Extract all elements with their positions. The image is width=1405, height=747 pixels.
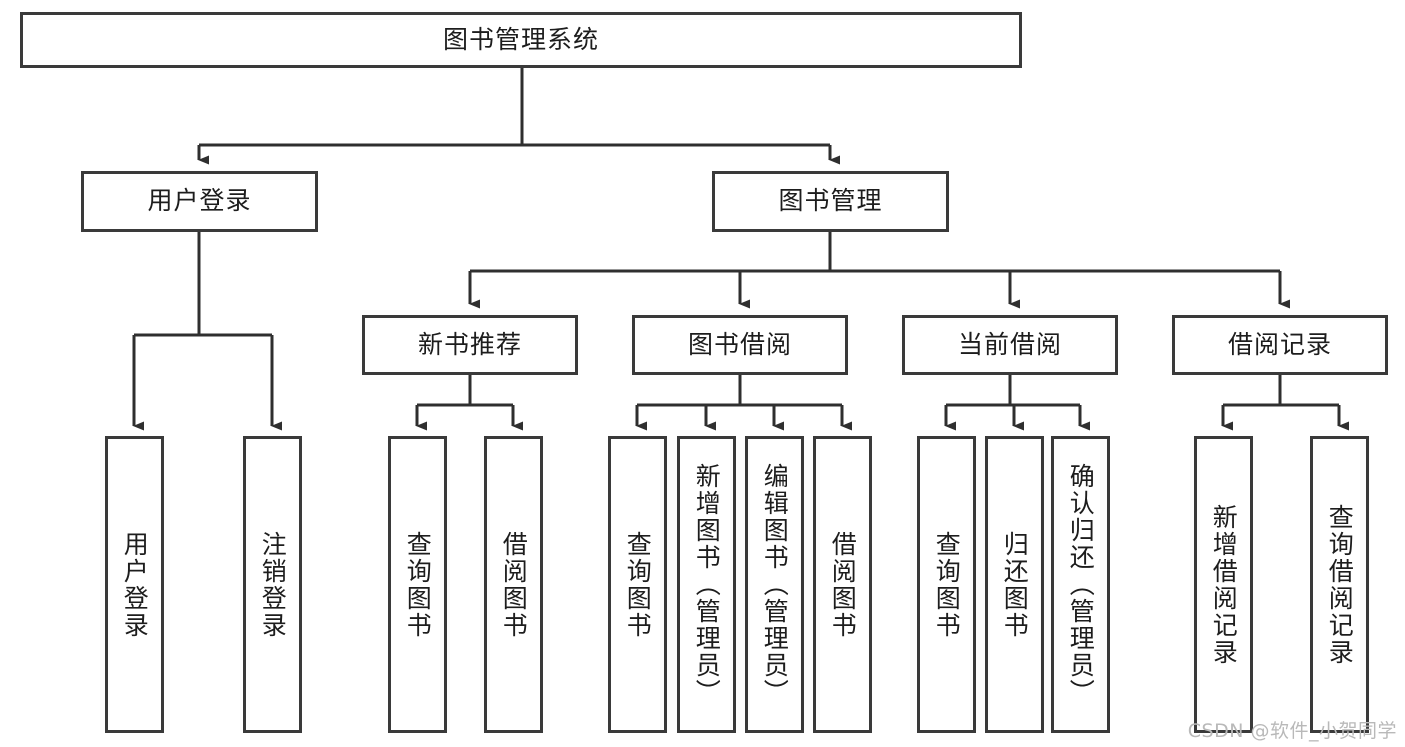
leaf-user-login-login[interactable]: 用户登录 [105, 436, 164, 733]
watermark-text: CSDN @软件_小贺同学 [1187, 720, 1397, 742]
node-label: 查询图书 [403, 530, 433, 639]
node-label: 查询图书 [932, 530, 962, 639]
node-label: 用户登录 [120, 530, 150, 639]
node-label: 图书管理 [778, 186, 883, 216]
leaf-current-borrow-query-book[interactable]: 查询图书 [917, 436, 976, 733]
node-label: 新增图书（管理员） [692, 463, 722, 706]
node-borrow-record[interactable]: 借阅记录 [1172, 315, 1388, 375]
node-user-login[interactable]: 用户登录 [81, 171, 318, 232]
node-book-management[interactable]: 图书管理 [712, 171, 949, 232]
node-book-borrow[interactable]: 图书借阅 [632, 315, 848, 375]
node-current-borrow[interactable]: 当前借阅 [902, 315, 1118, 375]
node-label: 新书推荐 [417, 329, 522, 359]
node-new-book-recommend[interactable]: 新书推荐 [362, 315, 578, 375]
node-label: 新增借阅记录 [1209, 503, 1239, 666]
node-label: 确认归还（管理员） [1066, 463, 1096, 706]
leaf-book-borrow-borrow-book[interactable]: 借阅图书 [813, 436, 872, 733]
node-label: 借阅图书 [499, 530, 529, 639]
leaf-new-book-borrow-book[interactable]: 借阅图书 [484, 436, 543, 733]
leaf-borrow-record-query-record[interactable]: 查询借阅记录 [1310, 436, 1369, 733]
node-label: 借阅图书 [828, 530, 858, 639]
leaf-book-borrow-query-book[interactable]: 查询图书 [608, 436, 667, 733]
node-root-book-management-system[interactable]: 图书管理系统 [20, 12, 1022, 68]
leaf-user-login-logout[interactable]: 注销登录 [243, 436, 302, 733]
leaf-borrow-record-add-record[interactable]: 新增借阅记录 [1194, 436, 1253, 733]
node-label: 当前借阅 [957, 329, 1062, 359]
node-label: 用户登录 [147, 186, 252, 216]
node-label: 借阅记录 [1227, 329, 1332, 359]
leaf-current-borrow-return-book[interactable]: 归还图书 [985, 436, 1044, 733]
node-label: 查询图书 [623, 530, 653, 639]
node-label: 查询借阅记录 [1325, 503, 1355, 666]
leaf-book-borrow-edit-book-admin[interactable]: 编辑图书（管理员） [745, 436, 804, 733]
node-label: 注销登录 [258, 530, 288, 639]
node-label: 图书管理系统 [442, 24, 599, 54]
node-label: 图书借阅 [687, 329, 792, 359]
leaf-book-borrow-add-book-admin[interactable]: 新增图书（管理员） [677, 436, 736, 733]
leaf-new-book-query-book[interactable]: 查询图书 [388, 436, 447, 733]
node-label: 编辑图书（管理员） [760, 463, 790, 706]
node-label: 归还图书 [1000, 530, 1030, 639]
leaf-current-borrow-confirm-return-admin[interactable]: 确认归还（管理员） [1051, 436, 1110, 733]
